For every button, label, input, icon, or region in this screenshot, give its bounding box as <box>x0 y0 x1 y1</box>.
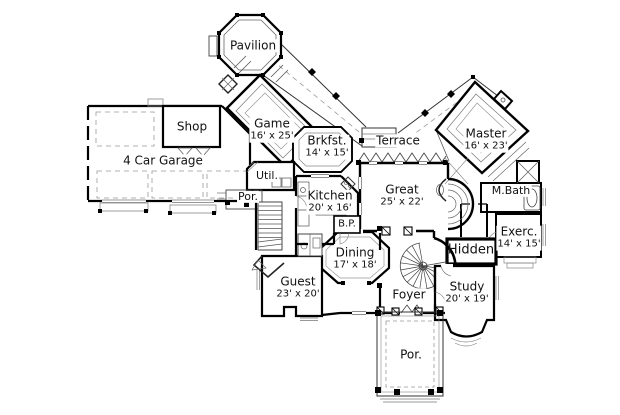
kitchen-dims: 20' x 16' <box>308 203 352 215</box>
brkfst-dims: 14' x 15' <box>305 148 349 160</box>
room-label-guest: Guest 23' x 20' <box>275 274 321 301</box>
util-name: Util. <box>256 168 278 182</box>
room-label-dining: Dining 17' x 18' <box>332 245 378 272</box>
great-name: Great <box>385 182 419 197</box>
room-label-porch-left: Por. <box>237 189 259 204</box>
room-label-pavilion: Pavilion <box>228 38 278 53</box>
brkfst-name: Brkfst. <box>307 133 347 148</box>
game-name: Game <box>254 116 290 131</box>
room-label-terrace: Terrace <box>375 133 421 148</box>
room-label-game: Game 16' x 25' <box>249 116 295 143</box>
garage-name: 4 Car Garage <box>123 153 203 168</box>
room-label-mbath: M.Bath <box>490 183 532 198</box>
shop-name: Shop <box>176 119 208 134</box>
porch-front-name: Por. <box>400 347 422 362</box>
dining-dims: 17' x 18' <box>333 260 377 272</box>
room-label-bp: B.P. <box>337 218 357 229</box>
master-name: Master <box>465 126 507 141</box>
game-dims: 16' x 25' <box>250 131 294 143</box>
study-dims: 20' x 19' <box>445 294 489 306</box>
dining-name: Dining <box>335 245 375 260</box>
kitchen-name: Kitchen <box>307 188 353 203</box>
exerc-dims: 14' x 15' <box>497 239 541 251</box>
porch-left-structure <box>217 189 263 210</box>
hidden-name: Hidden <box>447 242 495 258</box>
exerc-name: Exerc. <box>500 224 538 239</box>
pavilion-name: Pavilion <box>229 38 277 53</box>
great-dims: 25' x 22' <box>380 197 424 209</box>
master-bath-structure <box>480 141 546 213</box>
room-label-study: Study 20' x 19' <box>444 279 490 306</box>
room-label-exerc: Exerc. 14' x 15' <box>496 224 542 251</box>
room-label-brkfst: Brkfst. 14' x 15' <box>304 133 350 160</box>
entry-vestibule <box>218 55 252 94</box>
butlers-pantry-structure <box>333 215 361 245</box>
study-name: Study <box>449 279 485 294</box>
room-label-util: Util. <box>255 168 279 183</box>
room-label-kitchen: Kitchen 20' x 16' <box>306 188 354 215</box>
mbath-name: M.Bath <box>491 183 531 197</box>
porch-left-name: Por. <box>238 189 258 203</box>
foyer-name: Foyer <box>392 287 426 302</box>
kitchen-structure <box>294 174 360 256</box>
guest-name: Guest <box>280 274 316 289</box>
room-label-master: Master 16' x 23' <box>463 126 509 153</box>
terrace-name: Terrace <box>376 133 420 148</box>
room-label-foyer: Foyer <box>391 287 427 302</box>
hall-structure <box>321 311 378 317</box>
room-label-hidden: Hidden <box>447 242 495 259</box>
porch-front-structure <box>375 310 444 403</box>
room-label-garage: 4 Car Garage <box>122 153 204 168</box>
room-label-great: Great 25' x 22' <box>379 182 425 209</box>
room-label-shop: Shop <box>175 119 209 134</box>
room-label-porch-front: Por. <box>399 347 423 362</box>
bp-name: B.P. <box>338 218 356 230</box>
guest-dims: 23' x 20' <box>276 289 320 301</box>
master-dims: 16' x 23' <box>464 141 508 153</box>
